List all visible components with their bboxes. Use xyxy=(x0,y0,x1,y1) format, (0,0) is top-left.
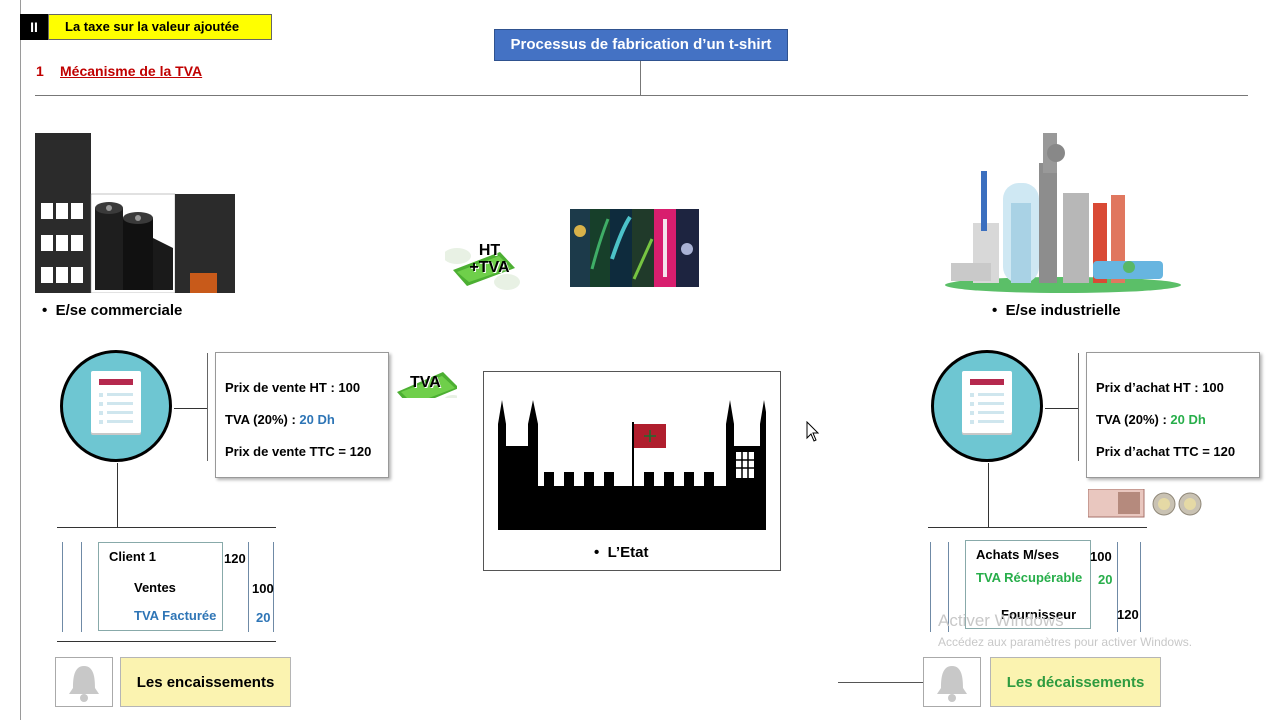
ledger-tva-facturee-label: TVA Facturée xyxy=(134,608,217,623)
industrial-invoice-box: Prix d’achat HT : 100 TVA (20%) : 20 Dh … xyxy=(1086,352,1260,478)
ledger-side-line xyxy=(1140,542,1141,632)
connector-line xyxy=(174,408,208,409)
commercial-price-ttc: Prix de vente TTC = 120 xyxy=(225,444,372,459)
connector-line xyxy=(1045,408,1079,409)
commercial-price-ht: Prix de vente HT : 100 xyxy=(225,380,361,395)
bell-box-right xyxy=(923,657,981,707)
windows-activation-watermark: Activer Windows xyxy=(938,611,1064,630)
invoice-document-icon xyxy=(962,371,1012,433)
ledger-side-line xyxy=(930,542,931,632)
ledger-side-line xyxy=(81,542,82,632)
ledger-top-line xyxy=(928,527,1147,528)
industrial-price-ttc: Prix d’achat TTC = 120 xyxy=(1096,444,1236,459)
connector-line xyxy=(117,463,118,527)
commercial-label: • E/se commerciale xyxy=(42,302,183,319)
decaissements-button[interactable]: Les décaissements xyxy=(990,657,1161,707)
ledger-ventes-label: Ventes xyxy=(134,580,176,595)
ledger-side-line xyxy=(948,542,949,632)
bell-box-left xyxy=(55,657,113,707)
section-number: II xyxy=(20,14,48,40)
divider-line xyxy=(35,95,1248,96)
invoice-document-icon xyxy=(91,371,141,433)
ledger-achats-label: Achats M/ses xyxy=(976,547,1060,562)
industrial-factory-illustration xyxy=(945,133,1181,293)
state-label: • L’Etat xyxy=(594,544,649,561)
industrial-label: • E/se industrielle xyxy=(992,302,1121,319)
bracket-line xyxy=(1078,353,1079,461)
industrial-price-ht: Prix d’achat HT : 100 xyxy=(1096,380,1224,395)
ledger-achats-amount: 100 xyxy=(1090,549,1112,564)
ledger-client-amount: 120 xyxy=(224,551,246,566)
fabric-swatches-image xyxy=(570,209,699,287)
connector-line xyxy=(988,463,989,527)
ledger-bottom-line xyxy=(57,641,276,642)
invoice-circle-left xyxy=(60,350,172,462)
money-ht-tva-label: HT+TVA xyxy=(469,242,510,276)
windows-activation-watermark-subtext: Accédez aux paramètres pour activer Wind… xyxy=(938,635,1193,649)
ledger-tva-facturee-amount: 20 xyxy=(256,610,271,625)
money-tva-label: TVA xyxy=(410,374,441,391)
bell-icon xyxy=(937,666,967,702)
ledger-fournisseur-amount: 120 xyxy=(1117,607,1139,622)
bell-icon xyxy=(69,666,99,702)
connector-line xyxy=(838,682,924,683)
invoice-circle-right xyxy=(931,350,1043,462)
money-wings-icon xyxy=(397,372,457,398)
ledger-side-line xyxy=(1117,542,1118,632)
ledger-side-line xyxy=(273,542,274,632)
process-title-box: Processus de fabrication d’un t-shirt xyxy=(494,29,788,61)
industrial-tva-line: TVA (20%) : 20 Dh xyxy=(1096,412,1206,427)
commercial-tva-line: TVA (20%) : 20 Dh xyxy=(225,412,335,427)
client-ledger-box xyxy=(98,542,223,631)
mouse-cursor-icon xyxy=(806,421,820,442)
subsection-number: 1 xyxy=(36,63,44,79)
connector-line xyxy=(640,61,641,96)
ledger-side-line xyxy=(62,542,63,632)
left-margin-rule xyxy=(20,0,21,720)
commercial-invoice-box: Prix de vente HT : 100 TVA (20%) : 20 Dh… xyxy=(215,352,389,478)
ledger-fournisseur-label: Fournisseur xyxy=(1001,607,1077,622)
state-box: • L’Etat xyxy=(483,371,781,571)
ledger-tva-recuperable-label: TVA Récupérable xyxy=(976,570,1083,585)
subsection-title: Mécanisme de la TVA xyxy=(60,63,203,79)
parliament-building-icon xyxy=(498,400,766,530)
ledger-top-line xyxy=(57,527,276,528)
section-title: La taxe sur la valeur ajoutée xyxy=(48,14,272,40)
ledger-tva-recuperable-amount: 20 xyxy=(1098,572,1113,587)
ledger-side-line xyxy=(248,542,249,632)
ledger-ventes-amount: 100 xyxy=(252,581,274,596)
bracket-line xyxy=(207,353,208,461)
encaissements-button[interactable]: Les encaissements xyxy=(120,657,291,707)
supplier-ledger-box xyxy=(965,540,1091,629)
commercial-building-illustration xyxy=(35,133,235,293)
banknote-coins-icon xyxy=(1088,489,1202,518)
ledger-client-label: Client 1 xyxy=(109,549,156,564)
money-wings-icon xyxy=(445,248,520,290)
